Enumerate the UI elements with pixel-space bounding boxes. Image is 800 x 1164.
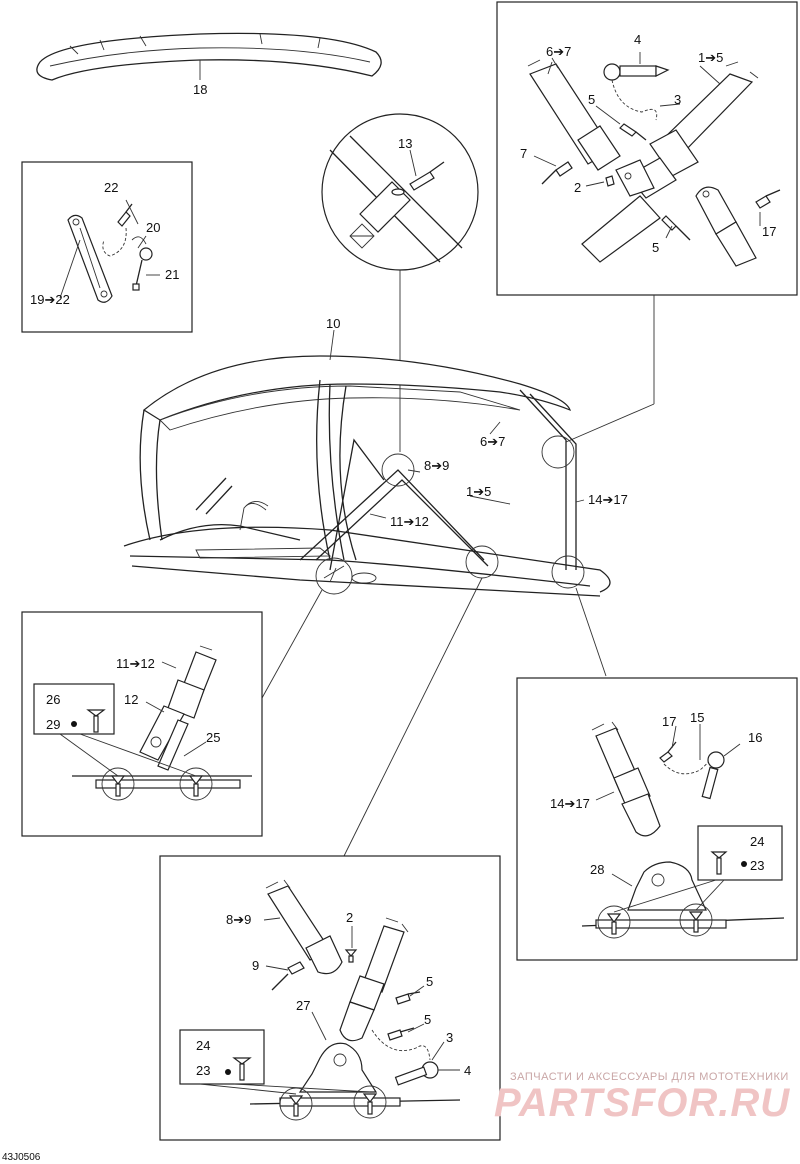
pin-22	[117, 203, 133, 227]
callout-3-top: 3	[674, 92, 681, 107]
loctite-drop-29-icon	[71, 721, 77, 727]
callout-27: 27	[296, 998, 310, 1013]
bimini-top-assembly	[123, 355, 611, 597]
pin-5-bottom-b	[387, 1027, 415, 1041]
callout-1-5-main: 1➔5	[466, 484, 491, 499]
callout-28: 28	[590, 862, 604, 877]
inset-front-mount	[159, 855, 501, 1141]
screw-24-bottom	[232, 1057, 252, 1081]
callout-5-top-a: 5	[588, 92, 595, 107]
callout-23-bottom: 23	[196, 1063, 210, 1078]
pin-9	[271, 961, 305, 991]
callout-24-bottom: 24	[196, 1038, 210, 1053]
callout-5-top-b: 5	[652, 240, 659, 255]
loctite-drop-23-right-icon	[741, 861, 747, 867]
callout-11-12-main: 11➔12	[390, 514, 429, 529]
callout-11-12-left: 11➔12	[116, 656, 155, 671]
callout-20: 20	[146, 220, 160, 235]
callout-1-5-top: 1➔5	[698, 50, 723, 65]
callout-6-7-main: 6➔7	[480, 434, 505, 449]
hardware-box-23-24	[697, 825, 783, 881]
mount-bracket-28	[581, 861, 785, 939]
callout-5-bottom-a: 5	[426, 974, 433, 989]
callout-6-7-top: 6➔7	[546, 44, 571, 59]
watermark-brand: PARTSFOR.RU	[494, 1081, 790, 1125]
strap-part	[67, 214, 113, 303]
callout-26: 26	[46, 692, 60, 707]
quick-pin-4-bottom	[394, 1061, 439, 1086]
deck-mount-25	[72, 767, 252, 801]
figure-code: 43J0506	[2, 1152, 41, 1163]
inset-frame-strap	[21, 161, 193, 333]
cover-boot-18	[36, 32, 382, 81]
callout-14-17-right: 14➔17	[550, 796, 590, 811]
loctite-drop-23-bottom-icon	[225, 1069, 231, 1075]
callout-29: 29	[46, 717, 60, 732]
callout-18: 18	[193, 82, 207, 97]
callout-2-top: 2	[574, 180, 581, 195]
callout-16: 16	[748, 730, 762, 745]
callout-17-right: 17	[662, 714, 676, 729]
callout-3-bottom: 3	[446, 1030, 453, 1045]
strap-12	[139, 705, 189, 771]
callout-14-17-main: 14➔17	[588, 492, 628, 507]
tube-end-17	[695, 186, 757, 267]
callout-8-9-bottom: 8➔9	[226, 912, 251, 927]
callout-2-bottom: 2	[346, 910, 353, 925]
callout-12-left: 12	[124, 692, 138, 707]
lanyard-20	[102, 227, 147, 257]
rivet-2-bottom	[344, 949, 358, 963]
callout-5-bottom-b: 5	[424, 1012, 431, 1027]
callout-4-top: 4	[634, 32, 641, 47]
screw-24-right	[710, 851, 728, 875]
callout-22: 22	[104, 180, 118, 195]
tube-14-17	[591, 721, 661, 837]
quick-pin-4	[603, 63, 670, 81]
quick-pin-21	[132, 247, 153, 291]
hardware-box-23-24-bottom	[179, 1029, 265, 1085]
callout-25: 25	[206, 730, 220, 745]
callout-7-top: 7	[520, 146, 527, 161]
watermark-tagline: ЗАПЧАСТИ И АКСЕССУАРЫ ДЛЯ МОТОТЕХНИКИ	[510, 1071, 789, 1083]
pin-5-b	[661, 215, 691, 241]
pin-17	[755, 189, 781, 209]
callout-23-right: 23	[750, 858, 764, 873]
tube-11-12	[167, 645, 217, 719]
pin-7	[541, 161, 573, 185]
tube-8-9	[265, 879, 343, 975]
pin-5-a	[619, 123, 647, 141]
callout-24-right: 24	[750, 834, 764, 849]
tube-6-7	[527, 57, 621, 171]
detail-circle-13	[321, 113, 479, 271]
mount-bracket-27	[249, 1042, 461, 1121]
pin-13	[391, 161, 445, 196]
bracket-2	[605, 159, 655, 197]
callout-15: 15	[690, 710, 704, 725]
lanyard-3-bottom	[371, 1029, 431, 1061]
callout-13: 13	[398, 136, 412, 151]
quick-pin-16	[701, 751, 725, 800]
screw-26	[86, 709, 106, 733]
callout-8-9-main: 8➔9	[424, 458, 449, 473]
callout-4-bottom: 4	[464, 1063, 471, 1078]
tube-1-5-bottom	[339, 917, 409, 1042]
callout-21: 21	[165, 267, 179, 282]
callout-10: 10	[326, 316, 340, 331]
callout-17-top: 17	[762, 224, 776, 239]
callout-19-22: 19➔22	[30, 292, 70, 307]
lanyard-3	[611, 79, 658, 121]
callout-9-bottom: 9	[252, 958, 259, 973]
